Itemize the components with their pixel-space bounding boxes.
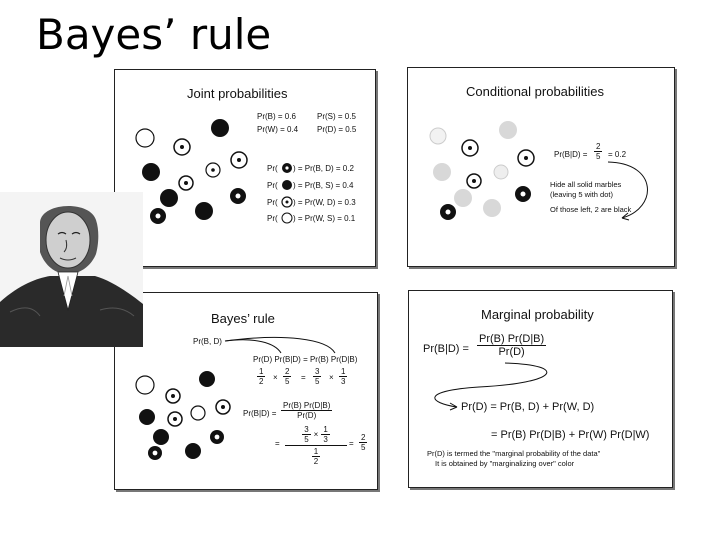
black-marble <box>153 429 169 445</box>
panel-title: Conditional probabilities <box>466 84 605 99</box>
bayes-result-fraction: 2 5 <box>359 433 368 452</box>
times-sign: × <box>329 373 334 382</box>
black-marble <box>142 163 160 181</box>
joint-row-suffix: ) = Pr(W, D) = 0.3 <box>293 198 356 207</box>
marginal-lhs: Pr(B|D) = <box>423 343 469 355</box>
prob-s: Pr(S) = 0.5 <box>317 112 356 121</box>
marginal-line1: Pr(D) = Pr(B, D) + Pr(W, D) <box>461 401 595 413</box>
black-marble <box>195 202 213 220</box>
marginal-note: Pr(D) is termed the "marginal probabilit… <box>427 449 601 458</box>
cond-note: Of those left, 2 are black <box>550 205 632 214</box>
cond-rhs: = 0.2 <box>608 150 627 159</box>
joint-row-suffix: ) = Pr(B, S) = 0.4 <box>293 181 354 190</box>
faded-white-marble <box>493 164 509 180</box>
joint-row-prefix: Pr( <box>267 164 278 173</box>
joint-row-suffix: ) = Pr(B, D) = 0.2 <box>293 164 354 173</box>
marble-illustration <box>135 336 336 460</box>
bayes-portrait <box>0 192 143 347</box>
faded-white-marble <box>429 127 447 145</box>
prob-b: Pr(B) = 0.6 <box>257 112 296 121</box>
conditional-probabilities-panel: Conditional probabilities Pr(B|D) = 2 5 … <box>407 67 675 267</box>
joint-row-prefix: Pr( <box>267 214 278 223</box>
cond-lhs: Pr(B|D) = <box>554 150 588 159</box>
faded-black-marble <box>499 121 517 139</box>
cond-fraction: 2 5 <box>594 142 603 161</box>
joint-row-prefix: Pr( <box>267 181 278 190</box>
split-arrow-right <box>224 336 336 354</box>
marginal-probability-panel: Marginal probability Pr(B|D) = Pr(B) Pr(… <box>408 290 673 488</box>
split-arrow-left <box>224 339 282 354</box>
curved-arrow <box>434 362 548 408</box>
black-marble <box>139 409 155 425</box>
portrait-drawing <box>0 192 143 347</box>
white-marble <box>135 375 155 395</box>
panel-title: Joint probabilities <box>187 86 288 101</box>
slide-title: Bayes’ rule <box>36 10 272 59</box>
panel-title: Bayes’ rule <box>211 311 275 326</box>
times-sign: × <box>273 373 278 382</box>
bayes-row1: Pr(D) Pr(B|D) = Pr(B) Pr(D|B) <box>253 355 358 364</box>
bayes-rule-panel: Bayes’ rule Pr(B, D) Pr(D) Pr(B|D) = Pr(… <box>114 292 378 490</box>
joint-row-suffix: ) = Pr(W, S) = 0.1 <box>293 214 356 223</box>
black-marble <box>211 119 229 137</box>
faded-black-marble <box>454 189 472 207</box>
joint-row-prefix: Pr( <box>267 198 278 207</box>
black-marble <box>185 443 201 459</box>
panel-title: Marginal probability <box>481 307 594 322</box>
faded-black-marble <box>433 163 451 181</box>
black-marble <box>160 189 178 207</box>
prob-w: Pr(W) = 0.4 <box>257 125 299 134</box>
black-legend-icon <box>282 180 292 190</box>
marble-illustration <box>429 121 648 221</box>
joint-probabilities-panel: Joint probabilities Pr(B) = 0.6 Pr(W) = … <box>114 69 376 267</box>
prob-d: Pr(D) = 0.5 <box>317 125 357 134</box>
bayes-lhs: Pr(B|D) = <box>243 409 277 418</box>
bayes-main-fraction: Pr(B) Pr(D|B) Pr(D) <box>281 401 333 420</box>
marginal-note: It is obtained by "marginalizing over" c… <box>435 459 575 468</box>
bayes-joint-label: Pr(B, D) <box>193 337 222 346</box>
marginal-fraction: Pr(B) Pr(D|B) Pr(D) <box>477 333 547 358</box>
marble-illustration <box>135 119 293 224</box>
white-marble <box>190 405 206 421</box>
black-marble <box>199 371 215 387</box>
arrow-illustration <box>434 362 548 411</box>
curved-arrow <box>607 161 648 219</box>
cond-note: Hide all solid marbles <box>550 180 622 189</box>
marginal-line2: = Pr(B) Pr(D|B) + Pr(W) Pr(D|W) <box>491 429 650 441</box>
white-legend-icon <box>281 212 293 224</box>
equals-sign: = <box>349 439 354 448</box>
cond-note: (leaving 5 with dot) <box>550 190 613 199</box>
equals-sign: = <box>275 439 280 448</box>
faded-black-marble <box>483 199 501 217</box>
white-marble <box>135 128 155 148</box>
equals-sign: = <box>301 373 306 382</box>
